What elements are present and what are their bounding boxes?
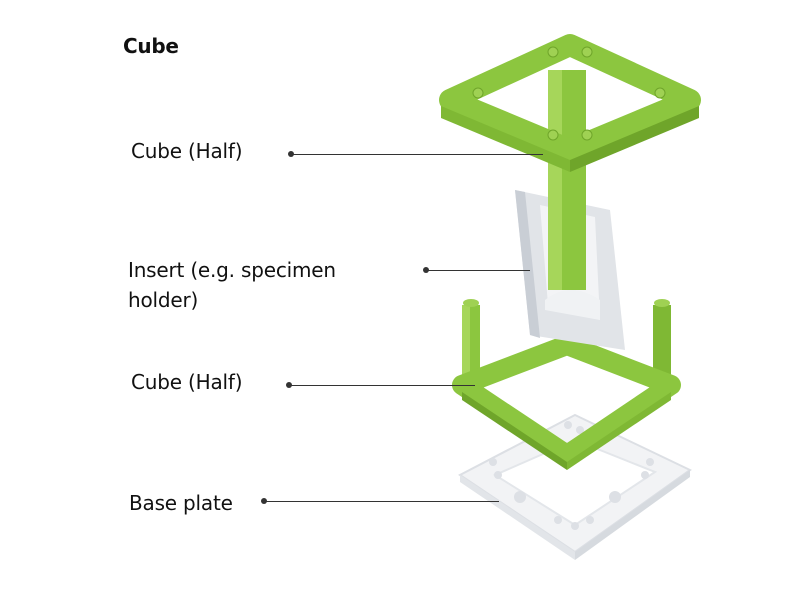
label-base-plate: Base plate [129,491,233,515]
cube-half-bottom-part [452,299,681,470]
diagram-title: Cube [123,34,179,58]
cube-half-top-part [439,34,701,290]
label-cube-half-top: Cube (Half) [131,139,243,163]
label-cube-half-bottom: Cube (Half) [131,370,243,394]
leader-line-insert [426,270,530,271]
label-insert-line1: Insert (e.g. specimen [128,258,336,282]
leader-line-cube-half-bottom [289,385,475,386]
label-insert-line2: holder) [128,288,199,312]
label-insert: Insert (e.g. specimen holder) [128,255,336,315]
base-plate-part [458,413,692,560]
leader-line-cube-half-top [291,154,543,155]
leader-line-base-plate [264,501,499,502]
